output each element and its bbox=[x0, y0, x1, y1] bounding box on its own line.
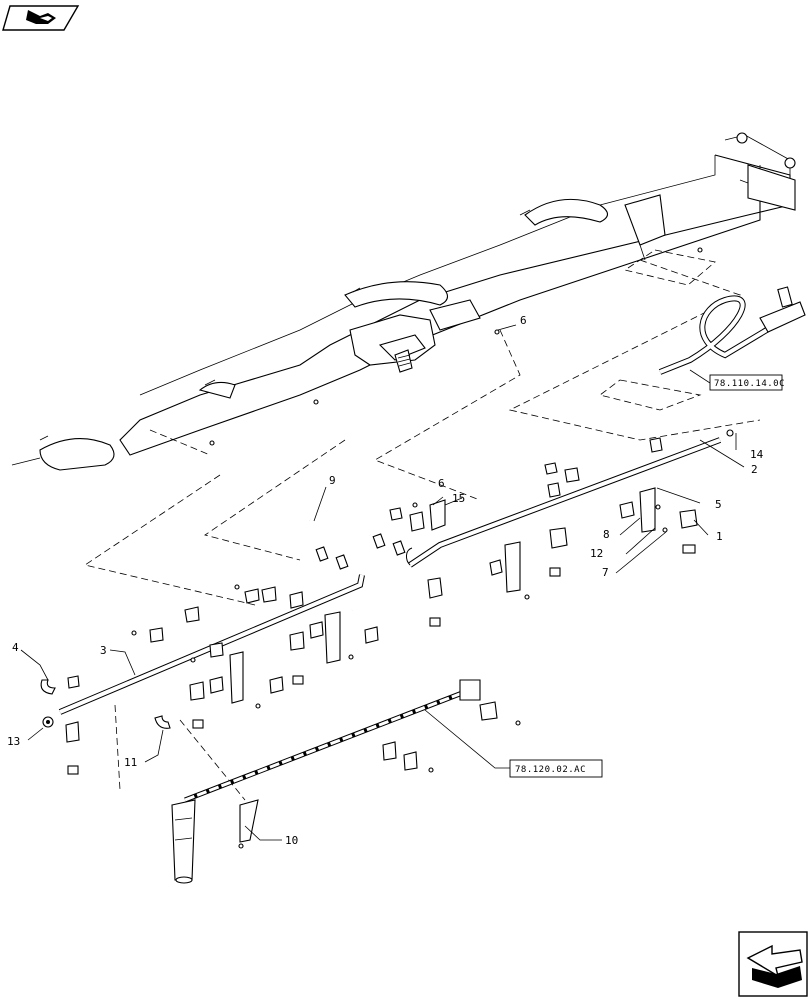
callout-1: 1 bbox=[716, 530, 723, 543]
boom-bolts bbox=[209, 247, 703, 446]
boom-lower-section bbox=[171, 679, 481, 884]
reference-label: 78.110.14.0C bbox=[714, 379, 785, 389]
hose-assembly bbox=[274, 515, 406, 611]
boom-assembly bbox=[11, 132, 796, 471]
next-page-arrow-icon bbox=[746, 944, 803, 988]
callout-12: 12 bbox=[590, 547, 603, 560]
callout-6: 6 bbox=[438, 477, 445, 490]
callout-14: 14 bbox=[750, 448, 764, 461]
next-page-button[interactable] bbox=[738, 931, 808, 997]
reference-link-bottom[interactable]: 78.120.02.AC bbox=[509, 759, 603, 778]
previous-page-arrow-icon bbox=[26, 10, 56, 24]
reference-link-top[interactable]: 78.110.14.0C bbox=[709, 374, 785, 391]
callout-2: 2 bbox=[751, 463, 758, 476]
callout-10: 10 bbox=[285, 834, 298, 847]
callout-4: 4 bbox=[12, 641, 19, 654]
clamps bbox=[40, 429, 734, 849]
reference-label: 78.120.02.AC bbox=[515, 765, 586, 775]
tube-left bbox=[58, 574, 365, 715]
callout-11: 11 bbox=[124, 756, 137, 769]
leaders bbox=[20, 324, 745, 841]
assembly-outlines bbox=[84, 249, 761, 801]
callout-8: 8 bbox=[603, 528, 610, 541]
callout-13: 13 bbox=[7, 735, 20, 748]
tube-right bbox=[406, 437, 722, 568]
callouts: 6 9 6 15 14 2 5 1 8 12 7 4 3 13 11 10 bbox=[7, 314, 764, 847]
callout-9: 9 bbox=[329, 474, 336, 487]
callout-6: 6 bbox=[520, 314, 527, 327]
callout-5: 5 bbox=[715, 498, 722, 511]
hose-loop-upper bbox=[658, 286, 806, 375]
callout-7: 7 bbox=[602, 566, 609, 579]
previous-page-button[interactable] bbox=[2, 5, 80, 31]
callout-15: 15 bbox=[452, 492, 465, 505]
callout-3: 3 bbox=[100, 644, 107, 657]
